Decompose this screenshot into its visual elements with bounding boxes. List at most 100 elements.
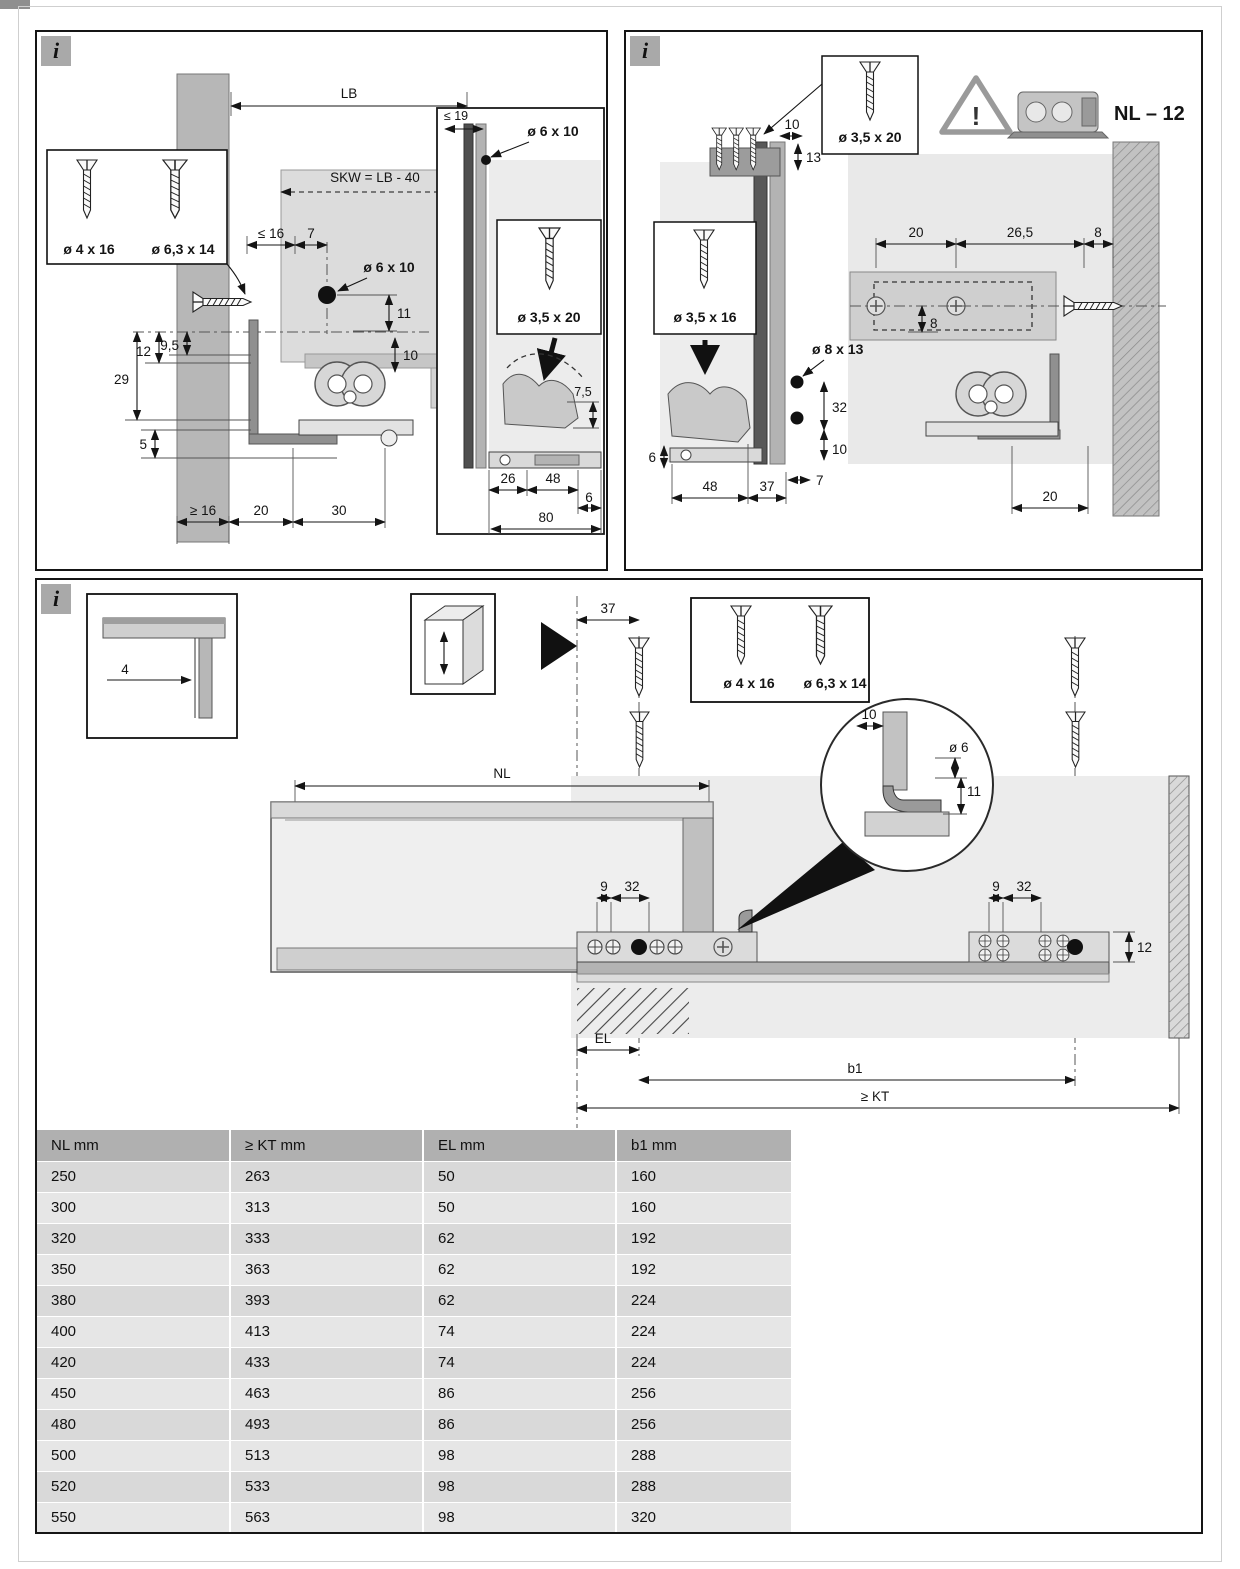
table-cell: 500 bbox=[37, 1440, 231, 1472]
table-cell: 463 bbox=[230, 1378, 424, 1410]
table-cell: 98 bbox=[423, 1502, 617, 1532]
dim-8-side: 8 bbox=[930, 316, 938, 331]
dim-dia6: ø 6 bbox=[949, 740, 969, 755]
table-cell: 224 bbox=[616, 1316, 793, 1348]
dim-32: 32 bbox=[832, 400, 847, 415]
dim-32-right: 32 bbox=[1016, 879, 1031, 894]
col-header-nl: NL mm bbox=[37, 1130, 231, 1162]
dim-max16: ≤ 16 bbox=[258, 226, 284, 241]
panel-drawer-back-mounting: i 10 13 ø 3,5 x 20 bbox=[624, 30, 1203, 571]
table-cell: 160 bbox=[616, 1192, 793, 1224]
latch-part bbox=[667, 382, 751, 443]
panel2-drawing: 10 13 ø 3,5 x 20 ! NL – 12 ø 3,5 x 16 bbox=[648, 55, 1185, 517]
dim-hole-detail: ø 6 x 10 bbox=[527, 123, 579, 139]
table-cell: 300 bbox=[37, 1192, 231, 1224]
table-cell: 288 bbox=[616, 1471, 793, 1503]
dim-20-bottom: 20 bbox=[1042, 489, 1057, 504]
dim-min-kt: ≥ KT bbox=[861, 1089, 889, 1104]
hook-detail-circle: 10 ø 6 11 bbox=[820, 698, 994, 872]
dim-el: EL bbox=[595, 1031, 612, 1046]
dim-9-right: 9 bbox=[992, 879, 1000, 894]
table-cell: 98 bbox=[423, 1471, 617, 1503]
runner-rail bbox=[576, 909, 1110, 983]
table-cell: 256 bbox=[616, 1378, 793, 1410]
dim-4: 4 bbox=[121, 662, 129, 677]
press-arrow bbox=[536, 337, 566, 381]
screw-spec-box: ø 3,5 x 20 bbox=[821, 55, 919, 155]
dim-10: 10 bbox=[861, 707, 876, 722]
table-cell: 256 bbox=[616, 1409, 793, 1441]
page-corner-mark bbox=[0, 0, 30, 9]
drawer-back-panel bbox=[753, 141, 786, 465]
mounting-hole bbox=[790, 411, 804, 425]
table-cell: 420 bbox=[37, 1347, 231, 1379]
dim-6: 6 bbox=[585, 490, 593, 505]
panel-cabinet-mounting: i LB SKW = LB - 40 bbox=[35, 30, 608, 571]
screw-label-large: ø 6,3 x 14 bbox=[803, 675, 866, 691]
table-cell: 320 bbox=[616, 1502, 793, 1532]
coupling-illustration bbox=[1006, 91, 1110, 139]
table-cell: 450 bbox=[37, 1378, 231, 1410]
table-cell: 74 bbox=[423, 1316, 617, 1348]
product-code: NL – 12 bbox=[1114, 103, 1185, 125]
table-cell: 520 bbox=[37, 1471, 231, 1503]
runner-cross-section bbox=[925, 353, 1061, 440]
dim-26: 26 bbox=[500, 471, 515, 486]
table-cell: 288 bbox=[616, 1440, 793, 1472]
dim-hole-main: ø 6 x 10 bbox=[363, 259, 415, 275]
dim-20: 20 bbox=[253, 503, 268, 518]
warning-mark: ! bbox=[972, 101, 981, 131]
mounting-hole bbox=[318, 286, 336, 304]
table-cell: 224 bbox=[616, 1285, 793, 1317]
table-cell: 320 bbox=[37, 1223, 231, 1255]
panel1-drawing: LB SKW = LB - 40 ø 4 x 16 ø 6,3 x 14 ≤ 1… bbox=[46, 73, 605, 544]
table-cell: 433 bbox=[230, 1347, 424, 1379]
table-cell: 192 bbox=[616, 1223, 793, 1255]
panel3-drawing: 4 37 ø 4 x 16 ø 6,3 bbox=[86, 593, 1190, 1128]
table-cell: 62 bbox=[423, 1254, 617, 1286]
table-cell: 413 bbox=[230, 1316, 424, 1348]
table-cell: 224 bbox=[616, 1347, 793, 1379]
table-cell: 263 bbox=[230, 1161, 424, 1193]
dim-10-top: 10 bbox=[784, 117, 799, 132]
table-cell: 62 bbox=[423, 1285, 617, 1317]
screw-label-small: ø 4 x 16 bbox=[63, 241, 115, 257]
screw-label-small: ø 4 x 16 bbox=[723, 675, 775, 691]
mounting-hole bbox=[790, 375, 804, 389]
table-cell: 50 bbox=[423, 1161, 617, 1193]
table-cell: 86 bbox=[423, 1378, 617, 1410]
dim-b1: b1 bbox=[847, 1061, 862, 1076]
dim-min16: ≥ 16 bbox=[190, 503, 216, 518]
dim-12: 12 bbox=[136, 344, 151, 359]
table-cell: 563 bbox=[230, 1502, 424, 1532]
detail-view: ≤ 19 ø 6 x 10 ø 3,5 x 20 7,5 bbox=[436, 107, 605, 535]
detail-pointer bbox=[737, 842, 875, 930]
table-cell: 86 bbox=[423, 1409, 617, 1441]
dim-nl: NL bbox=[493, 766, 511, 781]
dim-7-5: 7,5 bbox=[574, 385, 591, 399]
table-cell: 250 bbox=[37, 1161, 231, 1193]
pilot-hole bbox=[481, 155, 491, 165]
screw-mid-label: ø 3,5 x 16 bbox=[673, 309, 736, 325]
dim-7: 7 bbox=[816, 473, 824, 488]
screw-icon bbox=[711, 127, 761, 171]
leader-line bbox=[763, 83, 823, 135]
cabinet-side-wall bbox=[1112, 141, 1160, 517]
table-cell: 393 bbox=[230, 1285, 424, 1317]
rail-profile bbox=[669, 447, 763, 463]
cabinet-side-panel bbox=[176, 73, 230, 543]
dim-12: 12 bbox=[1137, 940, 1152, 955]
dim-7: 7 bbox=[307, 226, 315, 241]
dim-skw: SKW = LB - 40 bbox=[330, 170, 420, 185]
table-cell: 62 bbox=[423, 1223, 617, 1255]
col-header-kt: ≥ KT mm bbox=[230, 1130, 424, 1162]
